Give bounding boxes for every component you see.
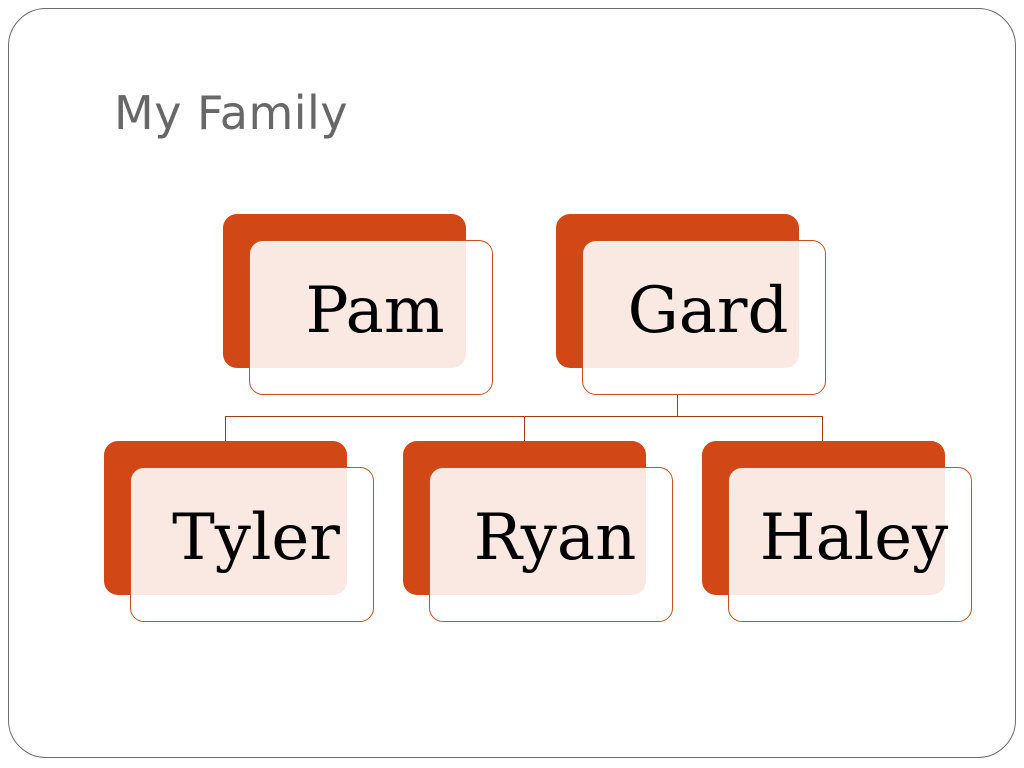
- node-pam-box: [249, 240, 493, 395]
- node-haley[interactable]: Haley: [702, 441, 972, 623]
- node-ryan[interactable]: Ryan: [403, 441, 673, 623]
- slide: [8, 8, 1016, 758]
- node-pam-label: Pam: [305, 274, 445, 348]
- node-tyler[interactable]: Tyler: [104, 441, 374, 623]
- node-haley-box: [728, 467, 972, 622]
- connector-to-ryan: [524, 416, 525, 442]
- connector-to-tyler: [225, 416, 226, 442]
- node-tyler-label: Tyler: [172, 501, 340, 575]
- node-gard-label: Gard: [627, 274, 789, 348]
- connector-to-haley: [822, 416, 823, 442]
- node-tyler-box: [130, 467, 374, 622]
- node-gard-box: [582, 240, 826, 395]
- node-haley-label: Haley: [759, 501, 949, 575]
- node-ryan-label: Ryan: [473, 501, 637, 575]
- node-pam[interactable]: Pam: [223, 214, 493, 396]
- connector-gard-down: [677, 395, 678, 417]
- slide-title: My Family: [114, 86, 349, 140]
- node-ryan-box: [429, 467, 673, 622]
- node-gard[interactable]: Gard: [556, 214, 826, 396]
